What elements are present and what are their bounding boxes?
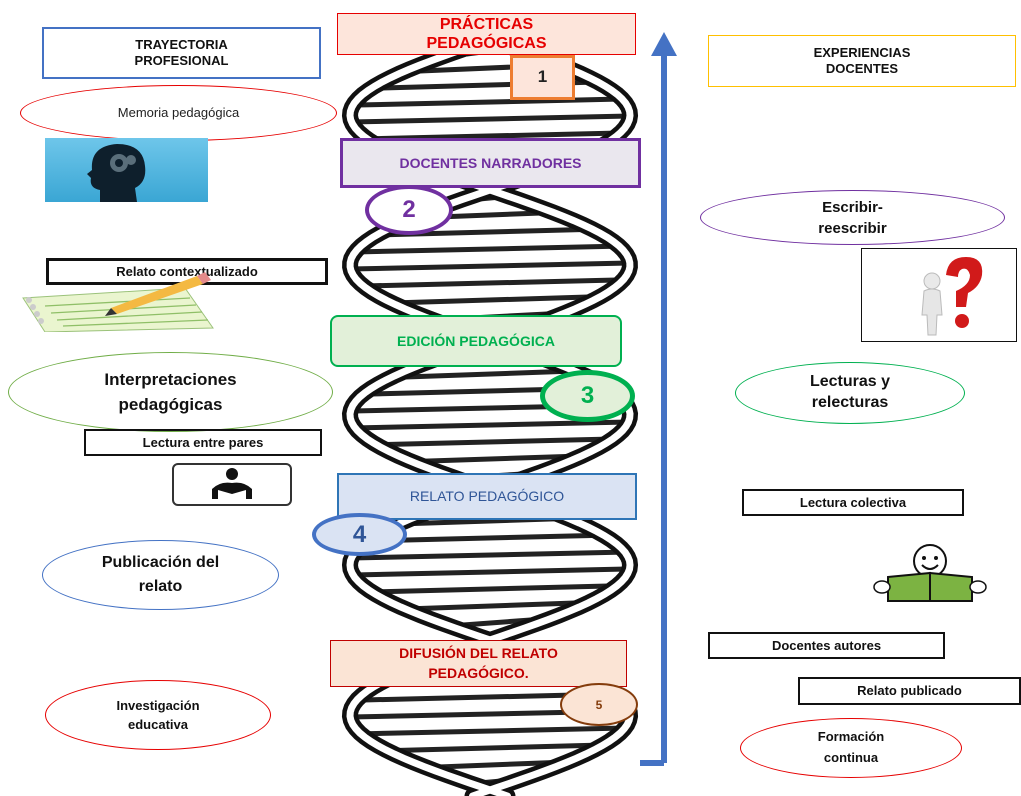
helix-rung [405,600,575,612]
stage-3-number-text: 3 [580,382,595,409]
experiencias-header: EXPERIENCIAS DOCENTES [708,35,1016,87]
helix-rung [376,742,604,754]
trayectoria-header: TRAYECTORIA PROFESIONAL [42,27,321,79]
stage-4-number: 4 [312,513,407,556]
interpretaciones-text: Interpretaciones pedagógicas [104,369,237,415]
helix-rung [363,277,617,289]
stage-3-number: 3 [540,370,635,422]
lecturas-text: Lecturas y relecturas [809,373,891,411]
helix-rung [351,419,629,431]
docentes-autores-text: Docentes autores [771,637,882,653]
helix-rung [367,436,613,448]
head-icon [45,138,208,202]
helix-rung [391,294,589,306]
helix-rung [367,532,613,544]
experiencias-header-text: EXPERIENCIAS DOCENTES [813,45,911,76]
reader-icon [172,463,292,506]
trayectoria-header-text: TRAYECTORIA PROFESIONAL [134,37,229,68]
investigacion-ellipse: Investigación educativa [45,680,271,750]
helix-rung [351,549,629,561]
stage-2-number-text: 2 [402,196,416,223]
stage-1-number-text: 1 [537,67,548,87]
stage-2-title-text: DOCENTES NARRADORES [399,154,582,171]
relato-publicado-text: Relato publicado [857,683,962,699]
helix-rung [355,725,625,737]
memoria-text: Memoria pedagógica [117,105,240,121]
lectura-pares-box: Lectura entre pares [84,429,322,456]
relato-contextualizado-text: Relato contextualizado [116,263,258,279]
stage-5-title-text: DIFUSIÓN DEL RELATO PEDAGÓGICO. [399,644,558,681]
question-person-icon [861,248,1017,342]
stage-3-title: EDICIÓN PEDAGÓGICA [330,315,622,367]
helix-rung [349,113,631,125]
relato-publicado-box: Relato publicado [798,677,1021,705]
helix-rung [353,566,627,578]
stage-2-title: DOCENTES NARRADORES [340,138,641,188]
publicacion-ellipse: Publicación del relato [42,540,279,610]
helix-rung [405,368,575,380]
stage-3-title-text: EDICIÓN PEDAGÓGICA [397,332,555,349]
stage-4-title: RELATO PEDAGÓGICO [337,473,637,520]
escribir-ellipse: Escribir- reescribir [700,190,1005,245]
lectura-colectiva-text: Lectura colectiva [799,494,907,510]
stage-1-title-text: PRÁCTICAS PEDAGÓGICAS [426,15,547,52]
interpretaciones-ellipse: Interpretaciones pedagógicas [8,352,333,432]
stage-1-title: PRÁCTICAS PEDAGÓGICAS [337,13,636,55]
helix-rung [371,583,609,595]
memoria-ellipse: Memoria pedagógica [20,85,337,141]
publicacion-text: Publicación del relato [101,554,220,595]
helix-rung [355,243,625,255]
stage-4-title-text: RELATO PEDAGÓGICO [409,488,565,505]
stage-5-number-text: 5 [595,697,603,712]
helix-rung [350,260,630,272]
lectura-pares-text: Lectura entre pares [142,434,264,450]
stage-4-number-text: 4 [352,520,367,548]
stage-2-number: 2 [365,185,453,235]
stage-1-number: 1 [510,55,575,100]
stage-5-title: DIFUSIÓN DEL RELATO PEDAGÓGICO. [330,640,627,687]
notepad-icon [22,272,214,332]
formacion-text: Formación continua [817,729,885,765]
lectura-colectiva-box: Lectura colectiva [742,489,964,516]
reading-person-icon [873,544,987,602]
stage-5-number: 5 [560,683,638,726]
docentes-autores-box: Docentes autores [708,632,945,659]
formacion-ellipse: Formación continua [740,718,962,778]
investigacion-text: Investigación educativa [116,697,200,733]
lecturas-ellipse: Lecturas y relecturas [735,362,965,424]
helix-rung [357,96,623,108]
progress-arrow [640,32,677,766]
escribir-text: Escribir- reescribir [818,198,887,237]
